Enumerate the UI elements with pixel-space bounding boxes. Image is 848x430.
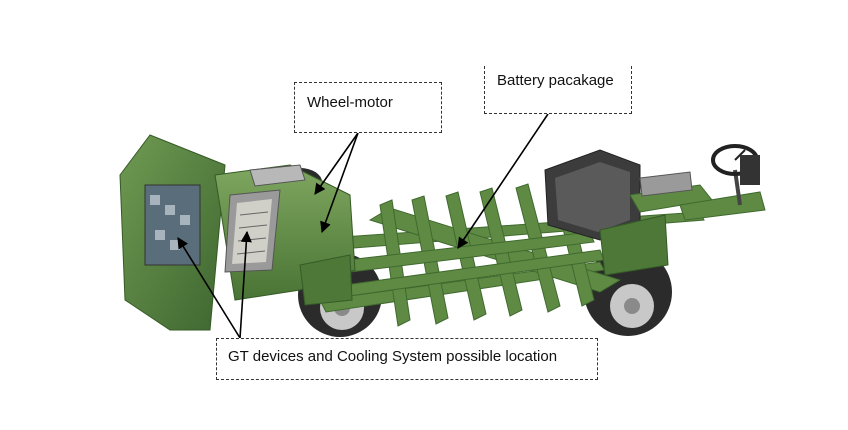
battery-arrow (457, 113, 549, 249)
callout-arrows (177, 113, 549, 339)
gt-arrow-1 (177, 237, 241, 339)
ladder-frame (299, 179, 705, 327)
front-module (544, 149, 766, 276)
battery-package-label: Battery pacakage (484, 66, 632, 114)
steering-wheel-icon (711, 144, 760, 206)
gt-arrow-2 (239, 230, 252, 339)
wheel-motor-arrow-1 (314, 132, 359, 195)
rear-module (119, 134, 356, 331)
wheel-motor-arrow-2 (320, 132, 359, 234)
gt-devices-label: GT devices and Cooling System possible l… (216, 338, 598, 380)
wheel-motor-label: Wheel-motor (294, 82, 442, 133)
